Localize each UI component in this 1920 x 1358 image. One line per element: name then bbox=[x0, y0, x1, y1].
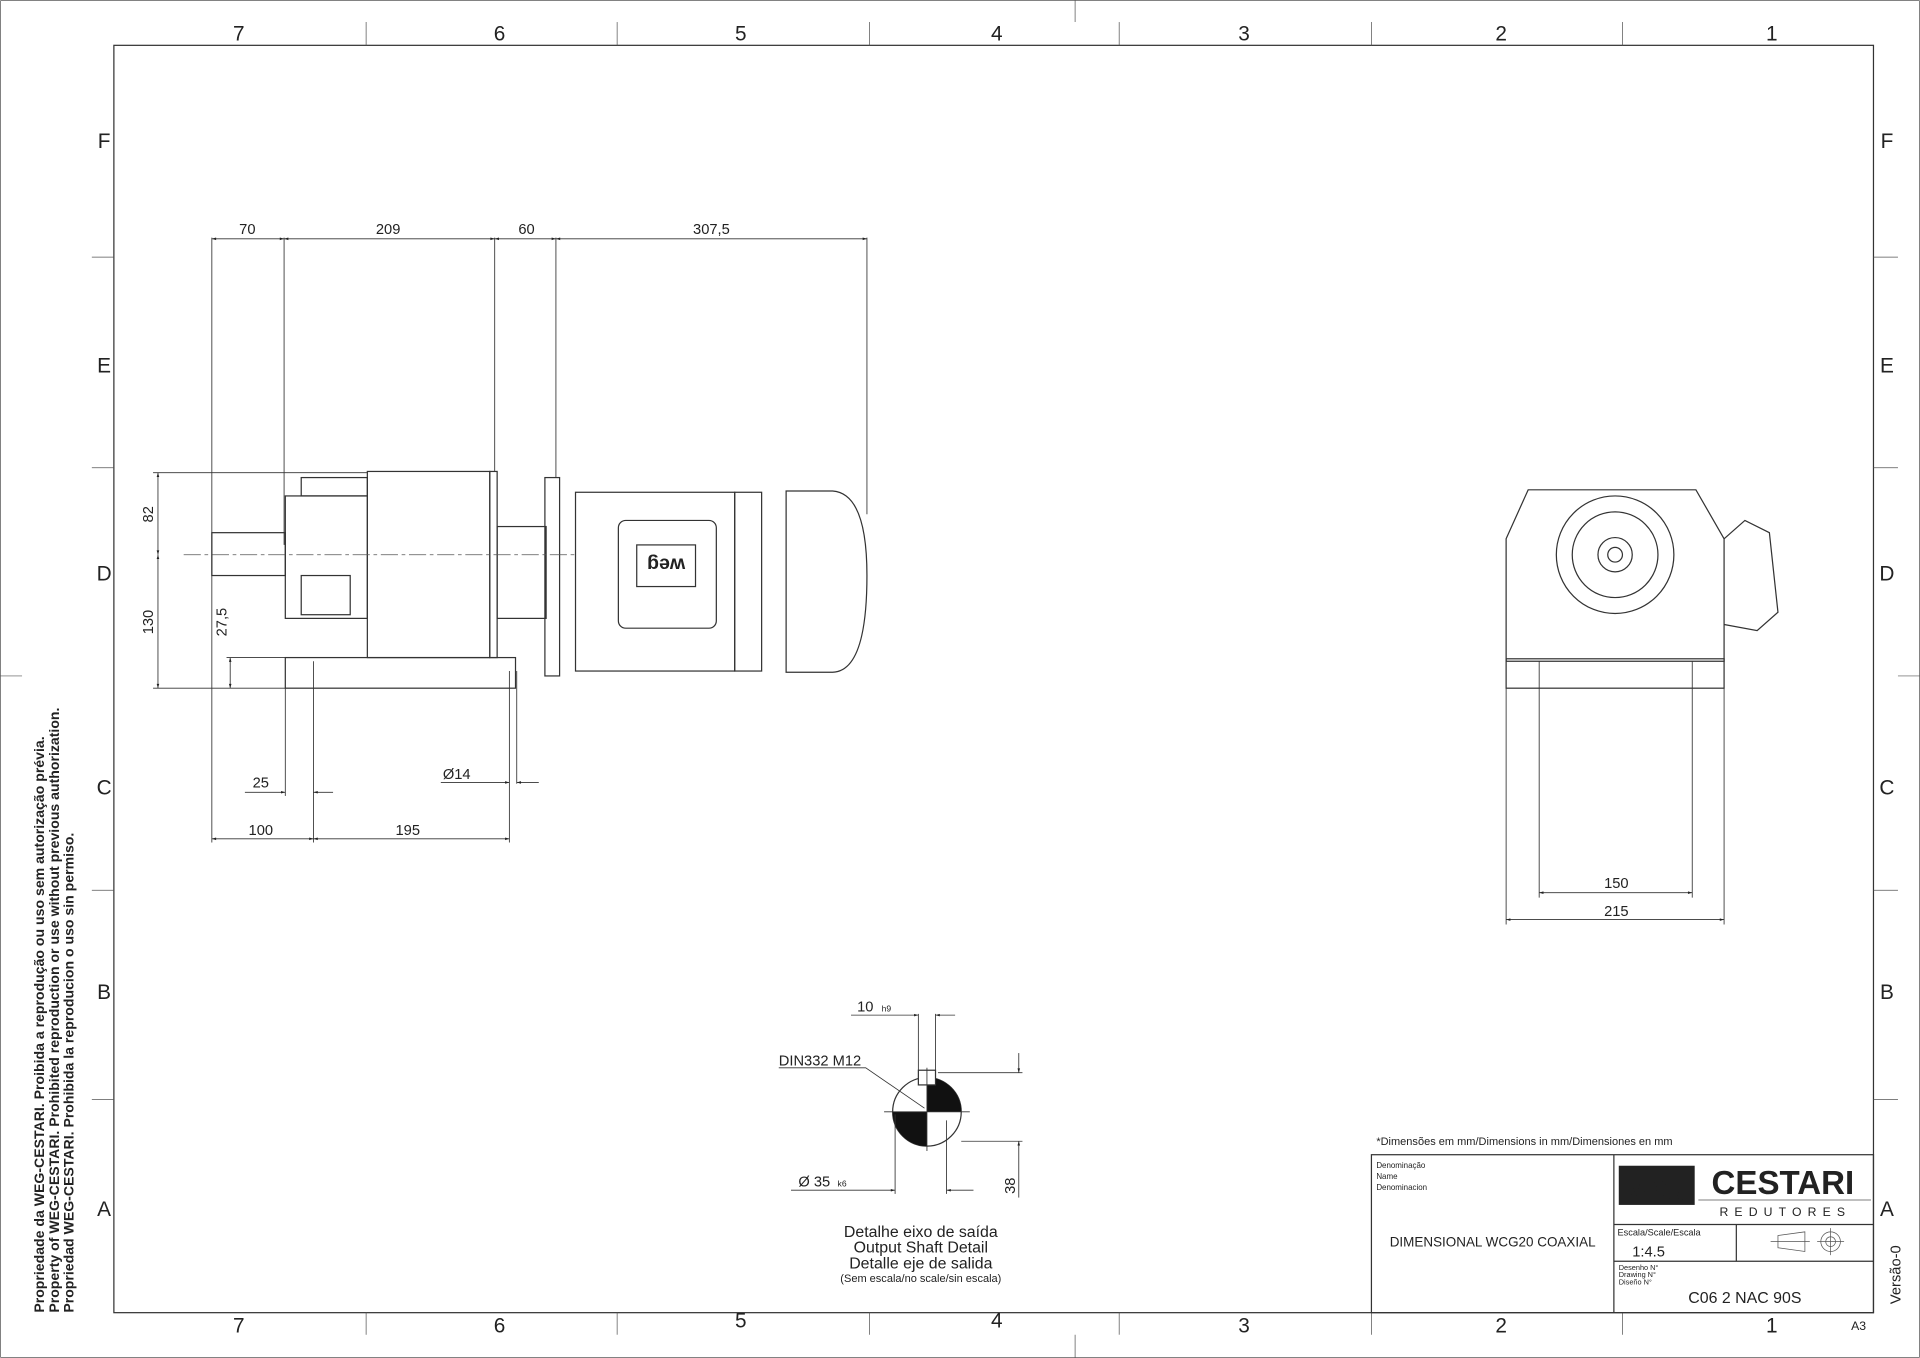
dim-215: 215 bbox=[1604, 904, 1629, 920]
dim-27-5: 27,5 bbox=[215, 608, 231, 637]
svg-text:weg: weg bbox=[1627, 1170, 1685, 1203]
drawing-no-label: Drawing N° bbox=[1619, 1270, 1656, 1279]
caption-en: Output Shaft Detail bbox=[854, 1240, 988, 1257]
svg-text:CESTARI: CESTARI bbox=[1712, 1165, 1855, 1202]
thread-spec: DIN332 M12 bbox=[779, 1053, 861, 1069]
dim-dia-14: Ø14 bbox=[443, 767, 471, 783]
col-label: 1 bbox=[1766, 1314, 1778, 1337]
front-view: 150 215 bbox=[1505, 489, 1779, 925]
caption-scale-note: (Sem escala/no scale/sin escala) bbox=[840, 1273, 1001, 1285]
side-view: weg 70 209 60 307,5 82 130 bbox=[141, 222, 868, 843]
scale-value: 1:4.5 bbox=[1632, 1244, 1665, 1260]
dim-130: 130 bbox=[141, 610, 157, 635]
col-label: 7 bbox=[233, 22, 245, 45]
shaft-height: 38 bbox=[1003, 1178, 1019, 1194]
col-label: 1 bbox=[1766, 22, 1778, 45]
col-label: 5 bbox=[735, 22, 747, 45]
key-tolerance: h9 bbox=[882, 1003, 892, 1013]
dim-209: 209 bbox=[376, 222, 401, 238]
col-label: 3 bbox=[1238, 1314, 1250, 1337]
svg-text:Propriedade da WEG-CESTARI. Pr: Propriedade da WEG-CESTARI. Proibida a r… bbox=[31, 736, 47, 1312]
units-note: *Dimensões em mm/Dimensions in mm/Dimens… bbox=[1376, 1136, 1672, 1148]
sheet-size: A3 bbox=[1851, 1319, 1866, 1333]
row-label: F bbox=[98, 130, 111, 153]
name-label: Denominacion bbox=[1376, 1183, 1427, 1192]
row-label: D bbox=[97, 562, 112, 585]
title-block: *Dimensões em mm/Dimensions in mm/Dimens… bbox=[1370, 1136, 1875, 1314]
scale-label: Escala/Scale/Escala bbox=[1618, 1228, 1702, 1238]
svg-text:weg: weg bbox=[647, 553, 686, 575]
diameter-tolerance: k6 bbox=[838, 1179, 847, 1189]
caption-es: Detalle eje de salida bbox=[849, 1256, 992, 1273]
row-label: C bbox=[97, 777, 112, 800]
caption-pt: Detalhe eixo de saída bbox=[844, 1224, 998, 1241]
weg-cestari-logo: weg CESTARI REDUTORES bbox=[1618, 1165, 1872, 1219]
svg-text:Property of WEG-CESTARI. Prohi: Property of WEG-CESTARI. Prohibited repr… bbox=[46, 708, 62, 1313]
row-label: D bbox=[1879, 562, 1894, 585]
col-label: 6 bbox=[494, 1314, 506, 1337]
dim-100: 100 bbox=[249, 823, 274, 839]
drawing-name: DIMENSIONAL WCG20 COAXIAL bbox=[1390, 1235, 1596, 1250]
col-label: 7 bbox=[233, 1314, 245, 1337]
name-label: Denominação bbox=[1376, 1161, 1426, 1170]
weg-logo-motor: weg bbox=[636, 544, 697, 588]
dim-150: 150 bbox=[1604, 876, 1629, 892]
key-width: 10 bbox=[857, 999, 873, 1015]
row-label: B bbox=[1880, 981, 1894, 1004]
drawing-number: C06 2 NAC 90S bbox=[1688, 1290, 1801, 1307]
dim-70: 70 bbox=[239, 222, 255, 238]
dim-82: 82 bbox=[141, 506, 157, 522]
row-label: E bbox=[1880, 354, 1894, 377]
drawing-no-label: Diseño N° bbox=[1619, 1278, 1652, 1287]
name-label: Name bbox=[1376, 1172, 1398, 1181]
col-label: 2 bbox=[1495, 1314, 1507, 1337]
projection-symbol-icon bbox=[1770, 1228, 1845, 1256]
row-label: B bbox=[97, 981, 111, 1004]
col-label: 3 bbox=[1238, 22, 1250, 45]
drawing-no-label: Desenho N° bbox=[1619, 1263, 1659, 1272]
svg-text:REDUTORES: REDUTORES bbox=[1719, 1205, 1851, 1219]
svg-text:Propriedad WEG-CESTARI. Prohib: Propriedad WEG-CESTARI. Prohibida la rep… bbox=[60, 833, 76, 1313]
row-label: A bbox=[1880, 1198, 1894, 1221]
dim-60: 60 bbox=[518, 222, 534, 238]
row-label: A bbox=[97, 1198, 111, 1221]
col-label: 4 bbox=[991, 22, 1003, 45]
dim-307-5: 307,5 bbox=[693, 222, 730, 238]
row-label: F bbox=[1881, 130, 1894, 153]
col-label: 6 bbox=[494, 22, 506, 45]
col-label: 5 bbox=[735, 1309, 747, 1332]
row-label: C bbox=[1879, 777, 1894, 800]
property-notice: Propriedade da WEG-CESTARI. Proibida a r… bbox=[31, 708, 76, 1313]
col-label: 4 bbox=[991, 1309, 1003, 1332]
col-label: 2 bbox=[1495, 22, 1507, 45]
dim-25: 25 bbox=[253, 775, 269, 791]
shaft-detail: 10 h9 DIN332 M12 Ø 35 k6 38 Detalhe eixo… bbox=[778, 999, 1023, 1285]
shaft-diameter: Ø 35 bbox=[798, 1175, 830, 1191]
version-label: Versão-0 bbox=[1888, 1245, 1904, 1304]
row-label: E bbox=[97, 354, 111, 377]
dim-195: 195 bbox=[395, 823, 420, 839]
